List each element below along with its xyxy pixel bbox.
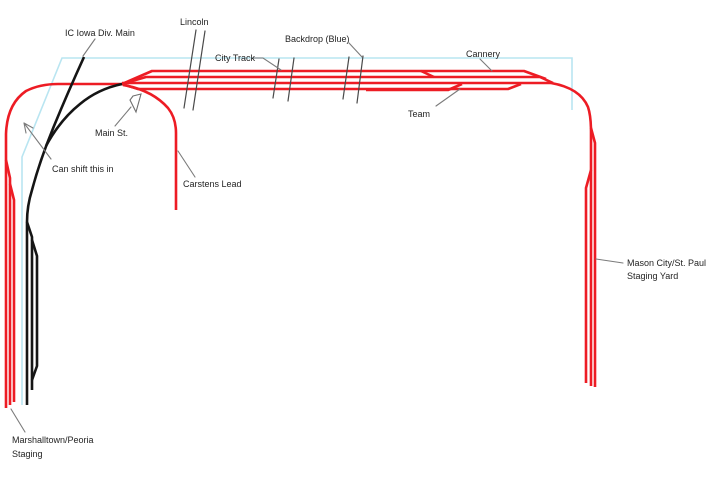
label-lincoln: Lincoln xyxy=(180,17,209,27)
leader-lines-group xyxy=(10,38,624,433)
label-mason-city-line1: Mason City/St. Paul xyxy=(627,258,706,268)
top-track-1 xyxy=(121,69,547,86)
ic-main-track xyxy=(25,56,86,405)
marshalltown-leader xyxy=(10,408,26,433)
top-track-2 xyxy=(121,75,554,86)
carstens-lead-track xyxy=(122,83,178,210)
backdrop-line-group xyxy=(21,57,573,405)
label-city-track: City Track xyxy=(215,53,256,63)
label-main-st: Main St. xyxy=(95,128,128,138)
main-st-leader xyxy=(114,106,132,127)
crossing-slash-1 xyxy=(272,58,280,99)
ic-main-leader xyxy=(82,38,96,57)
carstens-leader xyxy=(177,150,196,178)
left-staging-track-2 xyxy=(4,159,12,405)
right-staging-track-2 xyxy=(589,127,597,387)
backdrop-leader xyxy=(348,42,363,58)
black-siding-track-1 xyxy=(25,221,34,390)
can-shift-arrow xyxy=(23,122,52,160)
crossover-diagonal xyxy=(420,69,435,79)
left-staging-track-3 xyxy=(8,183,16,402)
backdrop-outline xyxy=(21,57,573,405)
city-track-leader xyxy=(252,57,282,71)
red-tracks-group xyxy=(4,69,597,408)
lincoln-slash-1 xyxy=(183,29,197,109)
label-carstens-lead: Carstens Lead xyxy=(183,179,242,189)
team-track xyxy=(366,82,463,92)
label-team: Team xyxy=(408,109,430,119)
black-tracks-group xyxy=(25,56,123,405)
mainline-right-curve-track xyxy=(550,81,593,386)
cannery-leader xyxy=(479,58,493,72)
crossing-slash-3 xyxy=(342,56,350,100)
crossing-slashes-group xyxy=(183,29,364,111)
team-leader xyxy=(435,88,461,107)
main-st-symbol-group xyxy=(129,93,142,114)
label-cannery: Cannery xyxy=(466,49,501,59)
label-backdrop-blue: Backdrop (Blue) xyxy=(285,34,350,44)
crossing-slash-4 xyxy=(356,55,364,104)
lincoln-slash-2 xyxy=(192,30,206,111)
label-can-shift-this-in: Can shift this in xyxy=(52,164,114,174)
ic-main-connector-track xyxy=(44,82,123,147)
label-ic-iowa-div-main: IC Iowa Div. Main xyxy=(65,28,135,38)
mason-city-leader xyxy=(595,258,624,264)
label-marshalltown-line1: Marshalltown/Peoria xyxy=(12,435,94,445)
label-marshalltown-line2: Staging xyxy=(12,449,43,459)
mainline-left-curve-track xyxy=(4,82,122,408)
black-siding-track-2 xyxy=(30,239,39,381)
main-st-symbol xyxy=(129,93,142,114)
right-staging-track-3 xyxy=(584,169,593,383)
crossing-slash-2 xyxy=(287,57,295,102)
label-mason-city-line2: Staging Yard xyxy=(627,271,678,281)
labels-group: IC Iowa Div. Main Lincoln City Track Bac… xyxy=(12,17,706,459)
